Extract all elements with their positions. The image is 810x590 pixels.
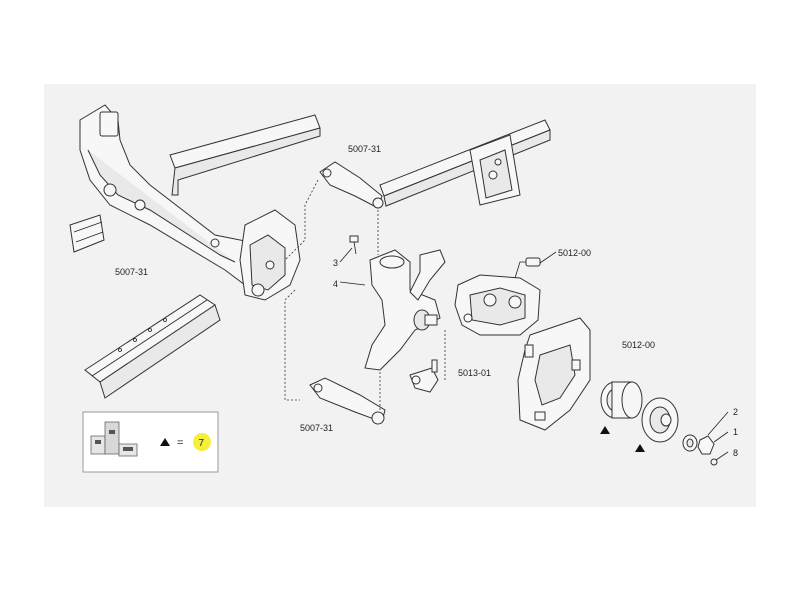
brake-caliper [454, 257, 541, 336]
wheel-bearing [600, 381, 643, 419]
label-item-8: 8 [733, 448, 738, 458]
label-item-3: 3 [333, 258, 338, 268]
label-tie-rod: 5013-01 [458, 368, 491, 378]
brake-shield [517, 317, 591, 431]
legend-box: = 7 [82, 411, 219, 473]
legend-quantity: 7 [199, 438, 205, 449]
frame-bracket-right [469, 134, 521, 206]
wheel-hub [641, 397, 679, 443]
lower-control-arm [309, 377, 386, 425]
legend-equals: = [177, 437, 183, 449]
washer-nut-cap [682, 434, 718, 466]
label-hub: 5012-00 [622, 340, 655, 350]
frame-rail-upper-left [169, 114, 321, 196]
kit-box-icon [90, 421, 138, 457]
label-lower-arm: 5007-31 [300, 423, 333, 433]
label-item-2: 2 [733, 407, 738, 417]
axle-beam [79, 104, 301, 301]
triangle-marker-bearing [600, 426, 610, 434]
frame-rail-upper-right [379, 119, 551, 207]
triangle-marker-hub [635, 444, 645, 452]
tie-rod-end [409, 359, 439, 393]
bolt-item-3 [349, 235, 359, 255]
legend-triangle-icon [160, 438, 170, 446]
label-item-1: 1 [733, 427, 738, 437]
steering-knuckle [364, 249, 446, 371]
upper-control-arm [319, 161, 384, 209]
label-item-4: 4 [333, 279, 338, 289]
label-caliper: 5012-00 [558, 248, 591, 258]
label-upper-arm: 5007-31 [348, 144, 381, 154]
label-axle: 5007-31 [115, 267, 148, 277]
legend-quantity-badge [193, 433, 211, 451]
leader-lines [339, 247, 729, 461]
frame-rail-left-end [69, 214, 105, 253]
cross-member [84, 294, 221, 399]
